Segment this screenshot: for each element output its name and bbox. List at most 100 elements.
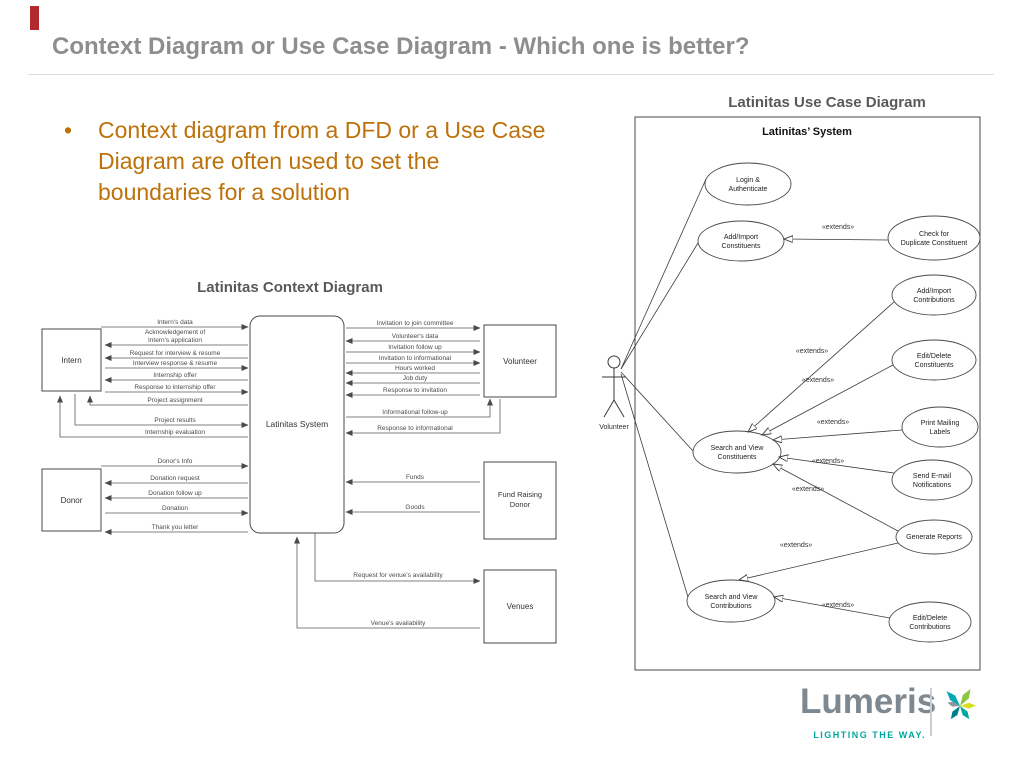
lumeris-wordmark: Lumeris	[800, 682, 937, 721]
flow-label: Response to informational	[377, 425, 453, 432]
flow-labels: Intern's data Acknowledgement of Intern'…	[130, 319, 454, 627]
logo-tagline: LIGHTING THE WAY.	[813, 730, 926, 740]
use-case-label: Constituents	[718, 454, 757, 461]
actor-label: Volunteer	[599, 424, 629, 431]
star-ray	[946, 691, 960, 706]
system-label: Latinitas System	[266, 419, 328, 429]
extends-label: «extends»	[792, 486, 824, 493]
entity-label-intern: Intern	[61, 356, 81, 365]
flow-label: Response to internship offer	[134, 384, 216, 391]
entity-label-fund-raising-2: Donor	[510, 500, 531, 509]
flow-label: Request for interview & resume	[130, 350, 221, 357]
use-case-label: Edit/Delete	[917, 353, 951, 360]
entity-box-fund-raising-donor	[483, 461, 557, 540]
star-ray	[950, 706, 960, 720]
association-lines	[620, 178, 707, 598]
star-ray	[947, 701, 960, 707]
flow-label: Internship offer	[153, 372, 197, 379]
use-case-label: Add/Import	[917, 288, 951, 295]
lumeris-star-icon	[946, 689, 976, 720]
entity-box-volunteer	[483, 324, 557, 398]
flow-label: Intern's data	[157, 319, 193, 326]
extends-label: «extends»	[817, 419, 849, 426]
extends-arrow	[774, 597, 891, 619]
extend-arrows	[739, 239, 903, 619]
flow-label: Thank you letter	[152, 524, 199, 531]
bullet-marker: •	[64, 117, 73, 143]
flow-arrow	[74, 394, 249, 428]
use-case-ellipse	[895, 519, 973, 555]
use-case-ellipse	[686, 579, 776, 623]
flow-label: Job duty	[403, 375, 428, 382]
use-case-ellipse	[704, 162, 792, 206]
flow-label: Goods	[405, 504, 425, 511]
association-line	[620, 242, 699, 370]
flow-label: Response to invitation	[383, 387, 447, 394]
flow-label: Donation	[162, 505, 188, 512]
system-boundary	[634, 116, 981, 671]
use-case-label: Contributions	[913, 297, 955, 304]
star-ray	[960, 689, 971, 706]
context-diagram: Intern's data Acknowledgement of Intern'…	[41, 315, 557, 644]
entity-boxes	[41, 315, 557, 644]
use-case-label: Login &	[736, 177, 760, 184]
extends-arrow	[773, 429, 903, 440]
use-case-ellipse	[891, 459, 973, 501]
star-rays	[946, 689, 976, 720]
use-case-label: Contributions	[710, 603, 752, 610]
use-case-label: Notifications	[913, 482, 952, 489]
use-case-ellipses	[686, 162, 981, 643]
association-line	[620, 178, 707, 370]
use-case-label: Duplicate Constituent	[901, 240, 968, 247]
use-case-label: Print Mailing	[921, 420, 960, 427]
use-case-label: Send E-mail	[913, 473, 952, 480]
use-case-ellipse	[887, 215, 981, 261]
entity-box-venues	[483, 569, 557, 644]
use-case-label: Constituents	[915, 362, 954, 369]
use-case-diagram: Latinitas’ System Volunteer	[599, 116, 981, 671]
flow-label: Invitation to informational	[379, 355, 452, 362]
star-ray	[960, 702, 976, 709]
flow-arrow	[294, 536, 480, 629]
entity-labels: Intern Volunteer Latinitas System Donor …	[61, 356, 543, 611]
use-case-labels: Login & Authenticate Add/Import Constitu…	[705, 177, 968, 631]
entity-label-volunteer: Volunteer	[503, 357, 537, 366]
flow-arrow	[345, 399, 501, 436]
extends-labels: «extends» «extends» «extends» «extends» …	[780, 224, 854, 609]
use-case-label: Authenticate	[729, 186, 768, 193]
star-ray	[960, 706, 970, 720]
actor-leg	[613, 399, 625, 418]
flow-label: Donation request	[150, 475, 200, 482]
entity-box-intern	[41, 328, 102, 392]
system-title: Latinitas’ System	[762, 126, 852, 138]
actor-leg	[603, 399, 615, 418]
flow-label: Request for venue's availability	[353, 572, 443, 579]
use-case-label: Search and View	[711, 445, 765, 452]
extends-label: «extends»	[796, 348, 828, 355]
flow-label: Invitation to join committee	[377, 320, 454, 327]
extends-label: «extends»	[822, 224, 854, 231]
entity-label-venues: Venues	[507, 602, 534, 611]
use-case-label: Search and View	[705, 594, 759, 601]
system-box	[249, 315, 345, 534]
extends-label: «extends»	[780, 542, 812, 549]
flow-label: Internship evaluation	[145, 429, 205, 436]
volunteer-actor	[602, 355, 626, 418]
use-case-label: Constituents	[722, 243, 761, 250]
use-case-label: Add/Import	[724, 234, 758, 241]
lumeris-logo: Lumeris LIGHTING THE WAY.	[790, 682, 1000, 748]
flow-arrow	[346, 398, 493, 418]
extends-arrow	[784, 239, 889, 240]
extends-label: «extends»	[812, 458, 844, 465]
extends-label: «extends»	[822, 602, 854, 609]
flow-label: Volunteer's data	[392, 333, 439, 340]
flow-lines	[57, 324, 501, 629]
bullet-point: • Context diagram from a DFD or a Use Ca…	[64, 115, 550, 208]
use-case-ellipse	[891, 339, 977, 381]
actor-head	[607, 355, 621, 369]
entity-label-fund-raising: Fund Raising	[498, 490, 542, 499]
bullet-text: Context diagram from a DFD or a Use Case…	[98, 117, 546, 205]
association-line	[620, 371, 694, 452]
extends-arrow	[748, 301, 895, 432]
